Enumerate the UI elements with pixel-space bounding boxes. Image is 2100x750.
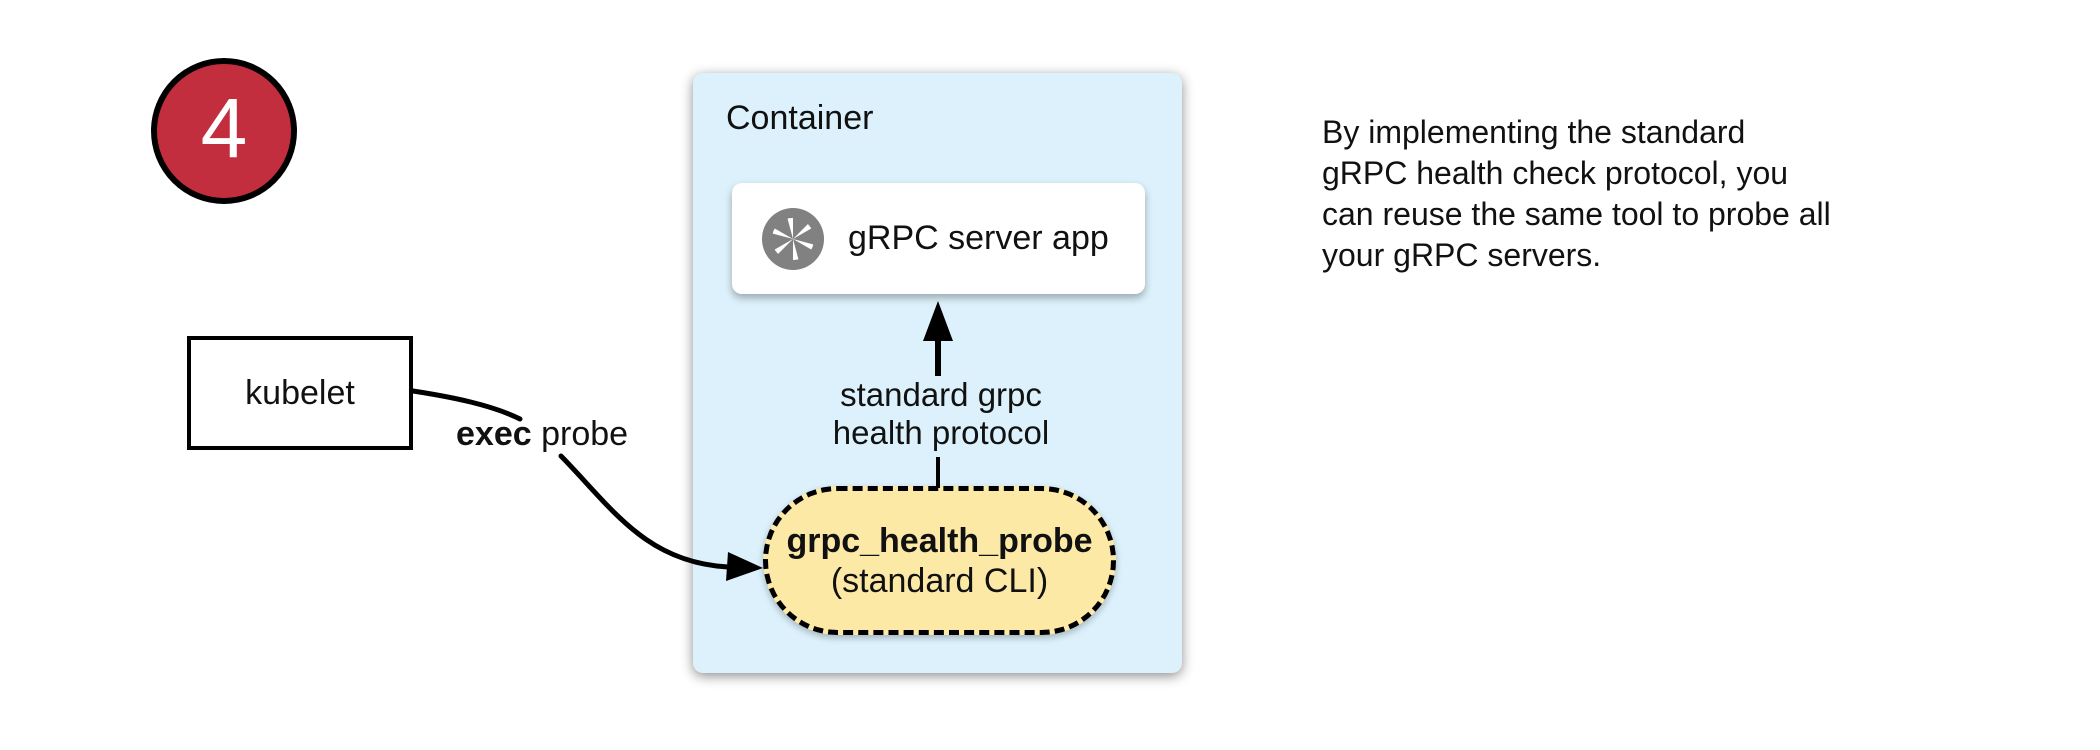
container-node: Container gRPC server app — [693, 73, 1182, 673]
kubelet-label: kubelet — [245, 373, 355, 412]
kubelet-node: kubelet — [187, 336, 413, 450]
step-number-badge: 4 — [151, 58, 297, 204]
grpc-server-app-label: gRPC server app — [848, 219, 1109, 257]
grpc-health-probe-subtitle: (standard CLI) — [830, 561, 1049, 600]
note-line-4: your gRPC servers. — [1322, 237, 1602, 273]
exec-probe-label-rest: probe — [531, 415, 629, 453]
note-text: By implementing the standard gRPC health… — [1322, 112, 1831, 276]
health-protocol-label: standard grpc health protocol — [833, 376, 1049, 452]
note-line-2: gRPC health check protocol, you — [1322, 155, 1789, 191]
exec-probe-label: exec probe — [456, 415, 629, 453]
grpc-health-probe-node: grpc_health_probe (standard CLI) — [763, 486, 1116, 635]
grpc-server-app-node: gRPC server app — [732, 183, 1145, 294]
note-line-3: can reuse the same tool to probe all — [1322, 196, 1831, 232]
exec-probe-label-bold: exec — [456, 415, 532, 453]
step-number: 4 — [200, 81, 248, 175]
health-protocol-label-line2: health protocol — [832, 414, 1050, 451]
health-protocol-label-line1: standard grpc — [840, 376, 1042, 413]
grpc-aperture-icon — [760, 206, 826, 272]
grpc-health-probe-title: grpc_health_probe — [786, 521, 1093, 560]
container-title: Container — [726, 99, 874, 137]
note-line-1: By implementing the standard — [1322, 114, 1746, 150]
